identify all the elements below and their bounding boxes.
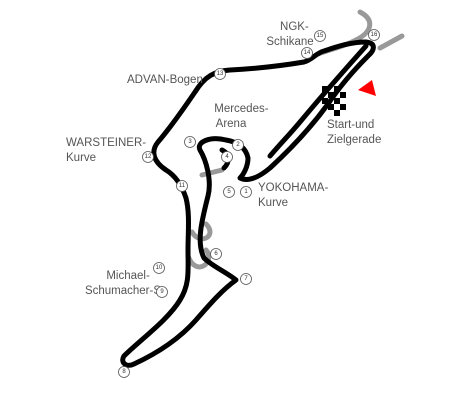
label-yokohama-kurve: YOKOHAMA- Kurve	[258, 182, 332, 209]
start-position-flag-icon	[358, 80, 376, 96]
svg-text:16: 16	[371, 32, 378, 38]
svg-text:9: 9	[160, 289, 164, 295]
label-michael-schumacher-s: Michael- Schumacher-S	[85, 270, 161, 297]
turn-marker-15: 15	[314, 30, 326, 42]
svg-text:1: 1	[244, 189, 248, 195]
svg-text:15: 15	[317, 33, 324, 39]
svg-text:10: 10	[156, 265, 163, 271]
turn-marker-10: 10	[153, 262, 165, 274]
turn-marker-7: 7	[240, 273, 252, 285]
label-advan-bogen: ADVAN-Bogen	[127, 74, 203, 86]
svg-text:13: 13	[217, 71, 224, 77]
label-mercedes-arena: Mercedes- Arena	[214, 103, 272, 130]
svg-text:7: 7	[244, 276, 248, 282]
label-ngk-schikane: NGK- Schikane	[266, 21, 313, 48]
turn-marker-1: 1	[240, 186, 252, 198]
track-pit-straight	[267, 43, 369, 159]
turn-marker-4: 4	[221, 151, 233, 163]
old-section-dip	[189, 221, 213, 242]
turn-marker-3: 3	[184, 136, 196, 148]
svg-text:2: 2	[236, 142, 240, 148]
svg-text:12: 12	[145, 154, 152, 160]
svg-text:14: 14	[304, 50, 311, 56]
svg-text:6: 6	[214, 251, 218, 257]
turn-marker-11: 11	[176, 180, 188, 192]
label-warsteiner-kurve: WARSTEINER- Kurve	[66, 137, 149, 164]
old-section-mercedes	[199, 167, 225, 178]
svg-text:5: 5	[227, 189, 231, 195]
turn-marker-16: 16	[368, 29, 380, 41]
old-section-top-right	[377, 33, 405, 51]
turn-marker-9: 9	[156, 286, 168, 298]
turn-marker-5: 5	[223, 186, 235, 198]
svg-text:3: 3	[188, 139, 192, 145]
turn-marker-6: 6	[210, 248, 222, 260]
turn-marker-13: 13	[214, 68, 226, 80]
label-start-ziel: Start-und Zielgerade	[327, 119, 381, 146]
track-outline	[120, 39, 376, 368]
svg-text:11: 11	[179, 183, 186, 189]
turn-marker-8: 8	[118, 366, 130, 378]
svg-text:8: 8	[122, 369, 126, 375]
turn-marker-12: 12	[142, 151, 154, 163]
turn-marker-2: 2	[232, 139, 244, 151]
svg-text:4: 4	[225, 154, 229, 160]
checkered-finish-line-icon	[322, 86, 346, 116]
turn-marker-14: 14	[301, 47, 313, 59]
